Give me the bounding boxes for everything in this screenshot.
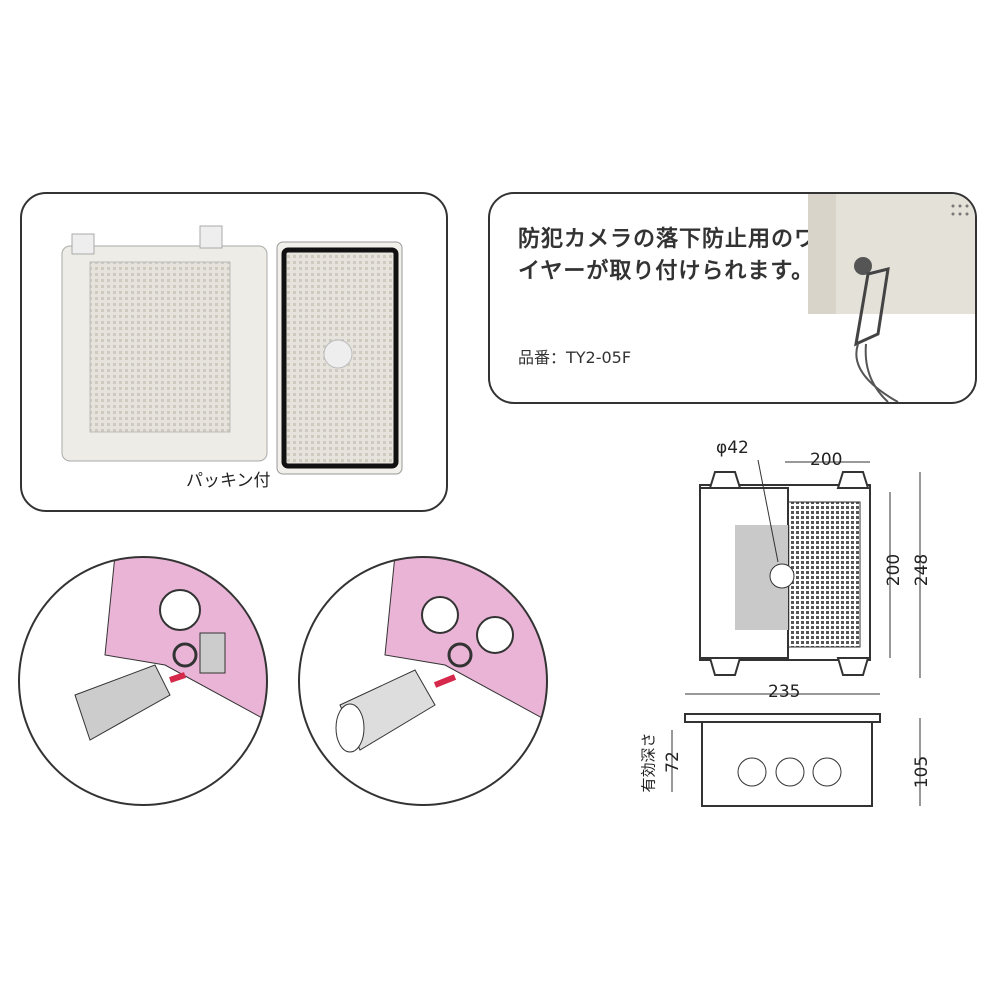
wire-info-panel: 防犯カメラの落下防止用のワイヤーが取り付けられます。 品番：TY2-05F [488,192,977,404]
inner-height-label: 200 [884,553,905,587]
depth-label: 105 [912,755,933,789]
inner-width-label: 200 [810,450,843,470]
wire-photo [808,194,975,402]
box-photo-panel: パッキン付 [20,192,448,512]
wire-description: 防犯カメラの落下防止用のワイヤーが取り付けられます。 [518,227,818,284]
open-box-illustration [61,225,403,475]
detail-circle-connector [18,556,268,806]
outer-width-label: 235 [768,682,801,702]
outer-height-label: 248 [912,553,933,587]
insert-arrow-icon [169,672,186,683]
detail-circle-fitting [298,556,548,806]
dimension-drawing [671,459,921,807]
effective-depth-caption: 有効深さ [639,732,658,793]
hole-diameter-label: φ42 [716,438,749,458]
gasket-caption: パッキン付 [186,471,271,491]
part-number: 品番：TY2-05F [518,348,632,367]
insert-arrow-icon [433,674,457,688]
effective-depth-label: 72 [662,751,683,773]
